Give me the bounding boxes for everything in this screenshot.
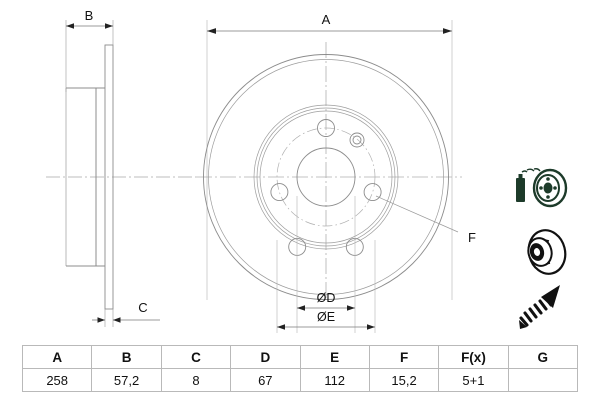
bolt-hole	[270, 183, 289, 202]
table-value-cell	[507, 368, 579, 392]
spray-mist-icon	[521, 168, 541, 173]
disc-perspective-icon	[527, 229, 567, 275]
b-arrow-left-icon	[66, 23, 74, 29]
disc-center-hole-icon	[533, 248, 541, 256]
b-dimension-label: B	[85, 8, 94, 23]
spray-can-and-disc-icon	[516, 168, 568, 208]
b-arrow-right-icon	[105, 23, 113, 29]
disc-vane-icon	[544, 239, 551, 265]
hub-step-outline	[96, 87, 105, 267]
disc-chamfer-circle	[208, 59, 444, 295]
c-dimension-label: C	[138, 300, 147, 315]
countersunk-screw-icon	[519, 285, 560, 329]
table-row: 258 57,2 8 67 112 15,2 5+1	[21, 368, 579, 392]
table-header-cell: F(x)	[438, 345, 509, 369]
table-header-cell: F	[368, 345, 440, 369]
screw-head-icon	[541, 285, 560, 308]
bolt-hole	[363, 183, 382, 202]
d-arrow-right-icon	[347, 305, 355, 311]
table-header-cell: D	[230, 345, 301, 369]
disc-outer-circle	[203, 54, 449, 300]
e-arrow-right-icon	[367, 324, 375, 330]
table-value-cell: 258	[21, 368, 93, 392]
friction-ring-inner-circle	[253, 104, 399, 250]
a-arrow-right-icon	[443, 28, 452, 34]
locating-hole-inner	[352, 135, 362, 145]
accessory-icon-group	[516, 168, 568, 329]
a-arrow-left-icon	[207, 28, 216, 34]
table-value-cell: 15,2	[368, 368, 440, 392]
e-dimension-label: ØE	[317, 310, 335, 324]
screw-tip-icon	[519, 320, 527, 329]
table-value-cell: 67	[230, 368, 301, 392]
disc-bolt-icon	[553, 186, 557, 190]
spray-can-nozzle-icon	[518, 174, 523, 178]
disc-bolt-icon	[546, 177, 550, 181]
c-arrow-right-icon	[113, 317, 121, 323]
hub-bell-outer-circle	[259, 110, 393, 244]
spray-can-body-icon	[516, 178, 525, 202]
disc-bolt-icon	[539, 186, 543, 190]
d-arrow-left-icon	[297, 305, 305, 311]
table-value-cell: 57,2	[91, 368, 162, 392]
e-arrow-left-icon	[277, 324, 285, 330]
d-dimension-label: ØD	[317, 291, 336, 305]
table-header-cell: E	[299, 345, 370, 369]
table-header-cell: B	[91, 345, 162, 369]
table-header-row: A B C D E F F(x) G	[21, 345, 579, 369]
table-value-cell: 112	[299, 368, 370, 392]
disc-bore-icon	[543, 182, 553, 194]
table-value-cell: 8	[160, 368, 232, 392]
dimension-spec-table: A B C D E F F(x) G 258 57,2 8 67 112 15,…	[21, 345, 579, 392]
bolt-hole	[317, 119, 335, 137]
center-bore-circle	[296, 147, 356, 207]
table-header-cell: A	[21, 345, 93, 369]
table-value-cell: 5+1	[438, 368, 509, 392]
table-header-cell: G	[507, 345, 579, 369]
friction-plate-outline	[104, 44, 114, 310]
disc-bolt-icon	[546, 195, 550, 199]
f-callout-label: F	[468, 230, 476, 245]
a-dimension-label: A	[322, 12, 331, 27]
brake-disc-face-view: A F ØD	[196, 12, 476, 333]
screw-thread-icon	[519, 295, 553, 327]
brake-disc-section-view: B C	[46, 8, 196, 327]
c-arrow-left-icon	[97, 317, 105, 323]
f-leader-line	[375, 195, 459, 233]
bolt-circle-guide	[276, 127, 376, 227]
table-header-cell: C	[160, 345, 232, 369]
friction-ring-step-circle	[256, 107, 396, 247]
locating-hole-outer	[349, 132, 365, 148]
